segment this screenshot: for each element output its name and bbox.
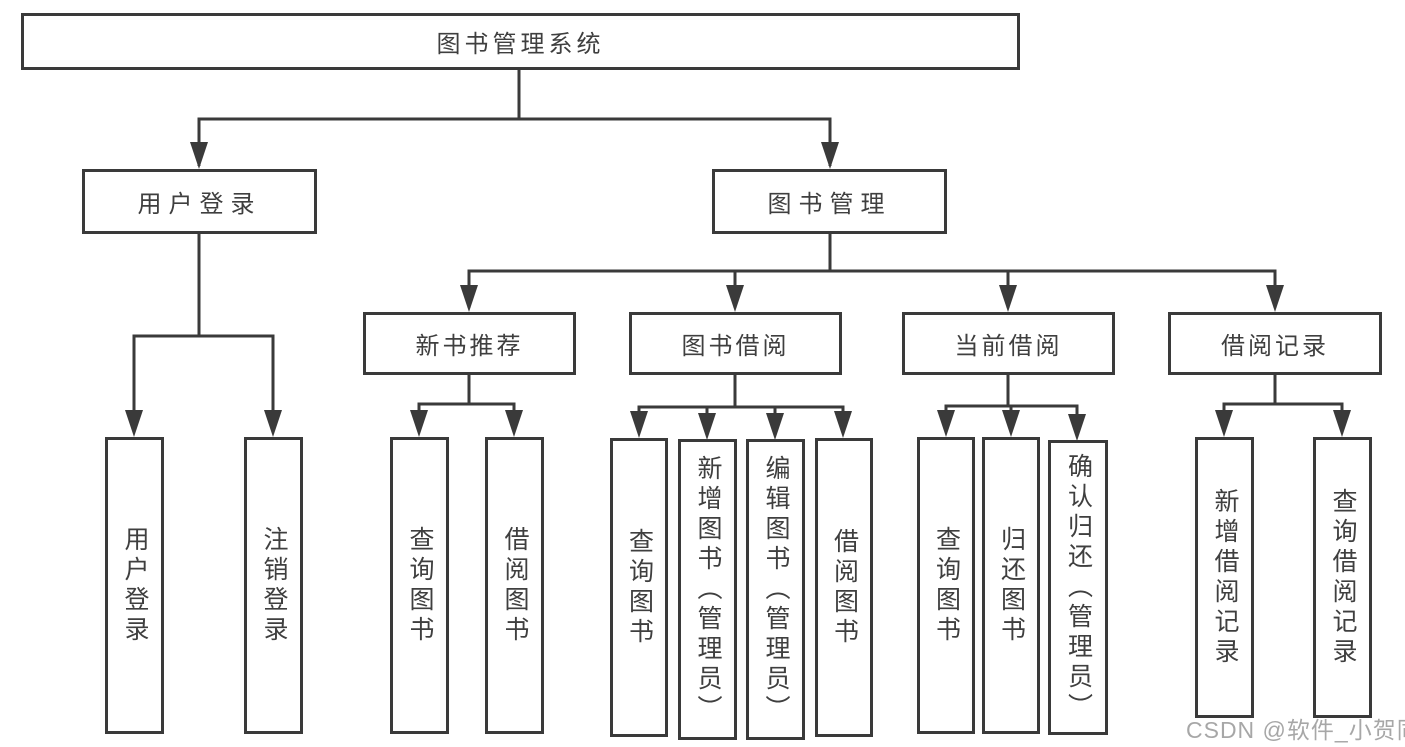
node-book-management: 图书管理 [712, 169, 947, 234]
connector-bookmgmt-fan [467, 269, 1277, 308]
leaf-borrow-query-books: 查询图书 [610, 438, 668, 737]
node-root: 图书管理系统 [21, 13, 1020, 70]
node-borrow-records: 借阅记录 [1168, 312, 1382, 375]
leaf-borrow-edit-books-admin: 编辑图书（管理员） [746, 439, 805, 740]
leaf-records-query-record: 查询借阅记录 [1313, 437, 1372, 718]
connector-records-fan [1222, 402, 1344, 432]
connector-borrow-fan [637, 405, 845, 433]
connector-root-fan [197, 117, 832, 166]
connector-newbooks-fan [417, 402, 516, 432]
leaf-newbooks-query-books: 查询图书 [390, 437, 449, 734]
leaf-current-return-books: 归还图书 [982, 437, 1040, 734]
connector-userlogin-fan [132, 334, 275, 432]
leaf-current-query-books: 查询图书 [917, 437, 975, 734]
leaf-newbooks-borrow-books: 借阅图书 [485, 437, 544, 734]
node-new-book-recommend: 新书推荐 [363, 312, 576, 375]
leaf-current-confirm-return-admin: 确认归还（管理员） [1048, 440, 1108, 735]
csdn-watermark: CSDN @软件_小贺同学 [1186, 717, 1405, 743]
node-current-borrow: 当前借阅 [902, 312, 1115, 375]
node-book-borrow: 图书借阅 [629, 312, 842, 375]
leaf-user-login: 用户登录 [105, 437, 164, 734]
leaf-records-add-record: 新增借阅记录 [1195, 437, 1254, 718]
leaf-borrow-add-books-admin: 新增图书（管理员） [678, 439, 737, 740]
arrowheads [125, 142, 1351, 441]
leaf-logout: 注销登录 [244, 437, 303, 734]
leaf-borrow-borrow-books: 借阅图书 [815, 438, 873, 737]
node-user-login: 用户登录 [82, 169, 317, 234]
